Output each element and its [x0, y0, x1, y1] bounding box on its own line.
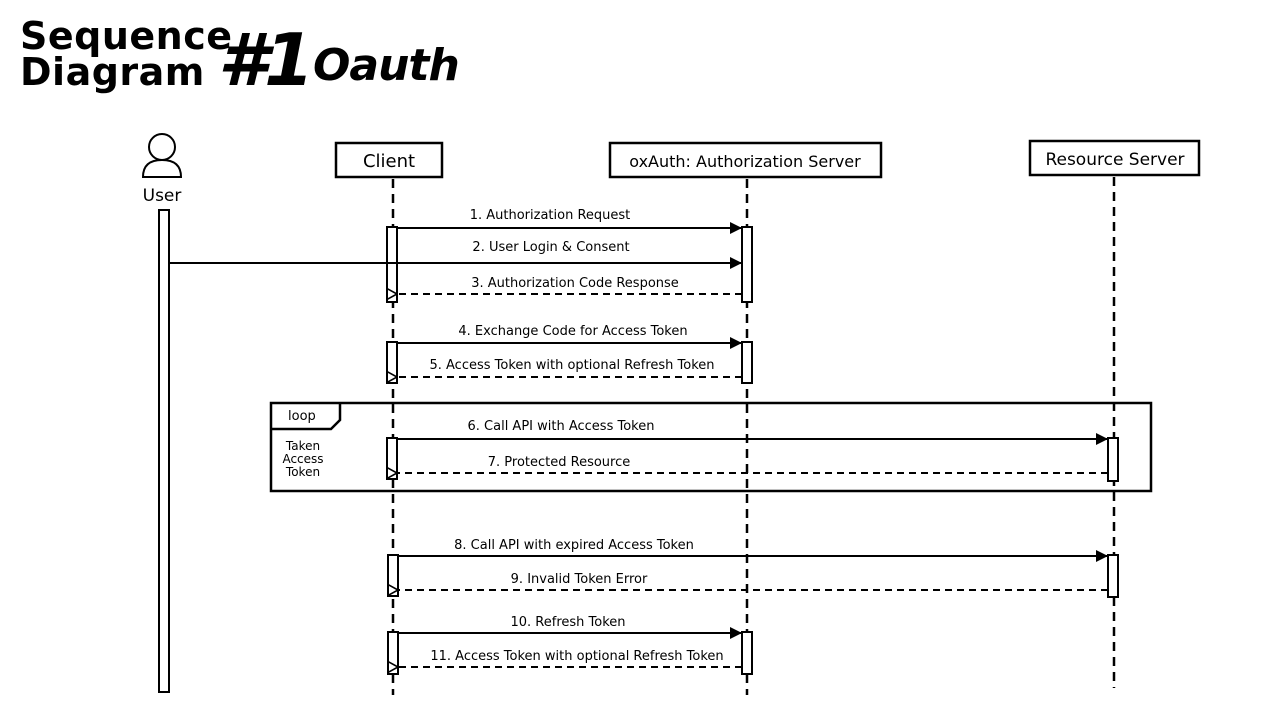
- participant-label: Client: [363, 151, 415, 172]
- message-3: 3. Authorization Code Response: [397, 276, 742, 294]
- message-label: 10. Refresh Token: [510, 615, 625, 630]
- client-activation-bar: [386, 341, 398, 384]
- message-4: 4. Exchange Code for Access Token: [397, 324, 742, 349]
- participant-label: oxAuth: Authorization Server: [629, 152, 861, 171]
- loop-label: loop: [288, 409, 316, 424]
- title-line-2: Diagram: [20, 50, 205, 94]
- message-10: 10. Refresh Token: [398, 615, 742, 639]
- message-11: 11. Access Token with optional Refresh T…: [398, 649, 742, 667]
- message-6: 6. Call API with Access Token: [397, 419, 1108, 445]
- client-activation-bar: [386, 226, 398, 303]
- message-8: 8. Call API with expired Access Token: [398, 538, 1108, 562]
- message-1: 1. Authorization Request: [397, 208, 742, 234]
- participant-resource-server: Resource Server: [1028, 139, 1201, 177]
- auth-activation-bar: [741, 226, 753, 303]
- message-7: 7. Protected Resource: [397, 455, 1108, 473]
- message-label: 2. User Login & Consent: [472, 240, 629, 255]
- user-actor: User: [141, 133, 183, 693]
- loop-condition-line: Taken: [285, 439, 320, 453]
- resource-activation-bar: [1107, 437, 1119, 482]
- title-subtitle: Oauth: [313, 40, 460, 91]
- user-icon: [141, 133, 183, 178]
- auth-activation-bar: [741, 341, 753, 384]
- resource-activation-bar: [1107, 554, 1119, 598]
- message-label: 3. Authorization Code Response: [471, 276, 679, 291]
- user-activation-bar: [158, 209, 170, 693]
- loop-condition-line: Access: [282, 452, 323, 466]
- participant-box: [1028, 139, 1201, 177]
- client-activation-bar: [387, 554, 399, 597]
- client-activation-bar: [386, 437, 398, 480]
- message-label: 7. Protected Resource: [488, 455, 631, 470]
- message-2: 2. User Login & Consent: [169, 240, 742, 269]
- message-label: 11. Access Token with optional Refresh T…: [430, 649, 723, 664]
- message-label: 6. Call API with Access Token: [468, 419, 655, 434]
- user-label: User: [143, 186, 182, 206]
- auth-activation-bar: [741, 631, 753, 675]
- loop-frame-tab: [271, 403, 342, 431]
- message-label: 4. Exchange Code for Access Token: [458, 324, 687, 339]
- loop-frame: loop Taken Access Token: [269, 401, 1153, 493]
- message-label: 9. Invalid Token Error: [511, 572, 648, 587]
- client-activation-bar: [387, 631, 399, 675]
- participant-box: [334, 141, 444, 179]
- participant-box: [608, 141, 883, 179]
- title-line-1: Sequence: [20, 14, 233, 58]
- message-label: 1. Authorization Request: [470, 208, 631, 223]
- activation-bars: [386, 226, 1119, 675]
- message-label: 5. Access Token with optional Refresh To…: [429, 358, 714, 373]
- participant-authorization-server: oxAuth: Authorization Server: [608, 141, 883, 179]
- message-label: 8. Call API with expired Access Token: [454, 538, 694, 553]
- message-9: 9. Invalid Token Error: [398, 572, 1108, 590]
- title-number: #1: [218, 18, 314, 102]
- loop-condition-line: Token: [285, 465, 320, 479]
- loop-frame-box: [269, 401, 1153, 493]
- participant-label: Resource Server: [1045, 150, 1184, 170]
- message-5: 5. Access Token with optional Refresh To…: [397, 358, 742, 377]
- participant-client: Client: [334, 141, 444, 179]
